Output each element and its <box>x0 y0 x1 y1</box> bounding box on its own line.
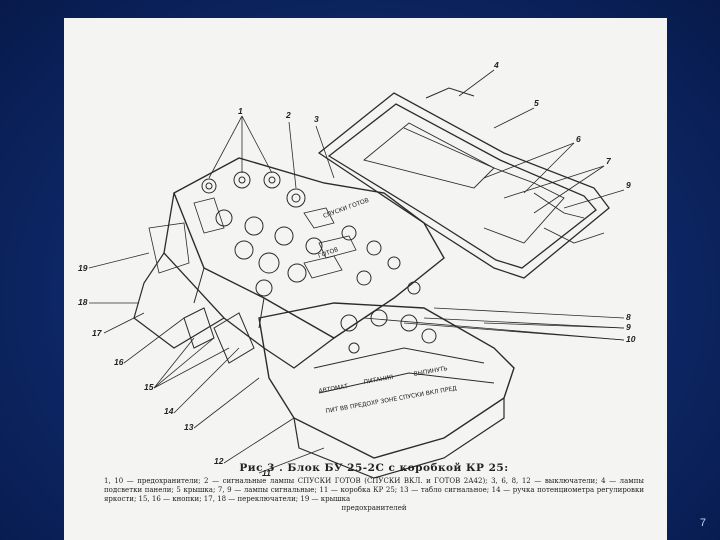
callout-10: 10 <box>626 334 636 344</box>
callout-18: 18 <box>78 297 88 307</box>
technical-drawing: СПУСКИ ГОТОВ ГОТОВ АВТОМАТ ПИТАНИЯ ВЫПИН… <box>78 60 636 479</box>
callout-1: 1 <box>238 106 243 116</box>
callout-9: 9 <box>626 322 631 332</box>
callout-16: 16 <box>114 357 124 367</box>
scanned-figure: СПУСКИ ГОТОВ ГОТОВ АВТОМАТ ПИТАНИЯ ВЫПИН… <box>64 18 667 540</box>
callout-11: 11 <box>262 468 271 478</box>
callout-9-top: 9 <box>626 180 631 190</box>
callout-14: 14 <box>164 406 174 416</box>
caption-last-line: предохранителей <box>341 504 407 512</box>
box-label-avtomat: АВТОМАТ <box>318 383 349 395</box>
caption-body: 1, 10 — предохранители; 2 — сигнальные л… <box>104 477 644 503</box>
lid-frame <box>317 92 610 279</box>
callout-19: 19 <box>78 263 88 273</box>
main-block <box>173 157 445 339</box>
callout-6: 6 <box>576 134 581 144</box>
callout-2: 2 <box>285 110 291 120</box>
page-number: 7 <box>699 517 706 529</box>
callout-15: 15 <box>144 382 154 392</box>
callout-13: 13 <box>184 422 194 432</box>
callout-17: 17 <box>92 328 103 338</box>
callout-4: 4 <box>493 60 499 70</box>
panel-label-gotov: ГОТОВ <box>317 246 339 260</box>
figure-caption: Рис 3 . Блок БУ 25-2С с коробкой КР 25: … <box>104 462 644 513</box>
box-label-pitaniya: ПИТАНИЯ <box>363 374 394 386</box>
callout-12: 12 <box>214 456 224 466</box>
callout-8: 8 <box>626 312 631 322</box>
callout-3: 3 <box>314 114 319 124</box>
panel-label-spuski: СПУСКИ ГОТОВ <box>322 197 370 220</box>
caption-title: Рис 3 . Блок БУ 25-2С с коробкой КР 25: <box>239 462 509 474</box>
callout-7: 7 <box>606 156 612 166</box>
callout-5: 5 <box>534 98 539 108</box>
